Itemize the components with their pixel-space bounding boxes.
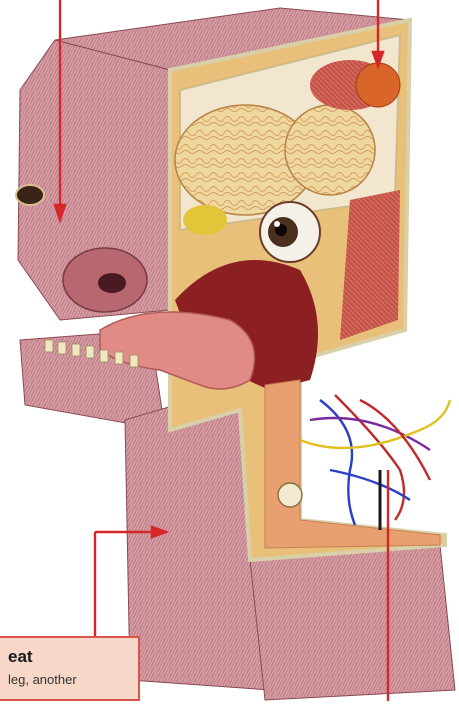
callout-body: leg, another bbox=[8, 672, 77, 688]
esophagus bbox=[265, 380, 440, 548]
nostril bbox=[98, 273, 126, 293]
blood-vessels bbox=[300, 395, 450, 530]
body-block bbox=[250, 545, 455, 700]
spinal-cord bbox=[278, 483, 302, 507]
brain-secondary bbox=[285, 105, 375, 195]
yellow-structure bbox=[183, 205, 227, 235]
callout-box: eat leg, another bbox=[0, 636, 140, 701]
gland-orange bbox=[356, 63, 400, 107]
side-eye bbox=[16, 185, 44, 205]
callout-title: eat bbox=[8, 648, 33, 666]
eye-highlight bbox=[274, 221, 280, 227]
